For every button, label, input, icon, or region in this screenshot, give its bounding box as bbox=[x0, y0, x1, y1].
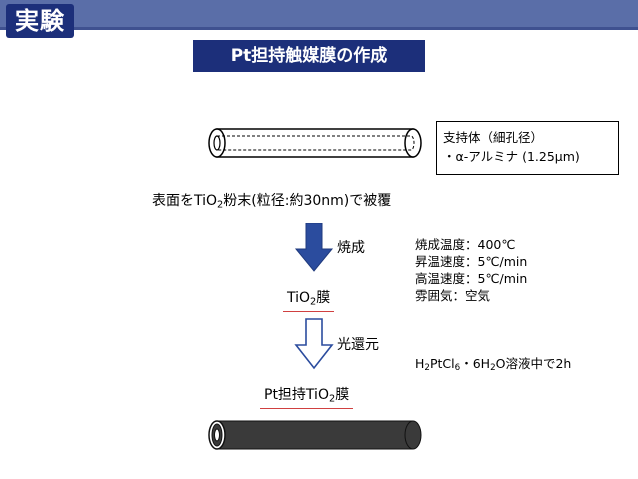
experiment-tag: 実験 bbox=[6, 4, 74, 38]
photoreduction-arrow bbox=[294, 318, 334, 370]
header-bar bbox=[0, 0, 638, 28]
pt-tio2-membrane-label: Pt担持TiO2膜 bbox=[260, 384, 354, 409]
support-label: 支持体（細孔径） bbox=[443, 130, 544, 145]
support-material: ・α-アルミナ (1.25μm) bbox=[443, 149, 580, 164]
condition-heating-rate: 昇温速度：5℃/min bbox=[415, 254, 528, 269]
coated-tube-body bbox=[216, 420, 414, 450]
coated-tube-diagram bbox=[208, 420, 422, 450]
calcination-conditions: 焼成温度：400℃ 昇温速度：5℃/min 高温速度：5℃/min 雰囲気：空気 bbox=[415, 236, 527, 304]
coated-tube-bore bbox=[214, 428, 220, 442]
photoreduction-condition: H2PtCl6・6H2O溶液中で2h bbox=[415, 356, 572, 374]
support-info-box: 支持体（細孔径） ・α-アルミナ (1.25μm) bbox=[436, 121, 619, 175]
header-divider bbox=[0, 27, 638, 30]
tio2-membrane-label: TiO2膜 bbox=[283, 287, 335, 312]
slide-title: Pt担持触媒膜の作成 bbox=[193, 40, 425, 72]
tube-bore-left bbox=[213, 135, 221, 151]
photoreduction-label: 光還元 bbox=[337, 337, 379, 353]
condition-cooling-rate: 高温速度：5℃/min bbox=[415, 271, 528, 286]
alumina-tube-diagram bbox=[208, 128, 422, 158]
condition-atmosphere: 雰囲気：空気 bbox=[415, 288, 491, 303]
calcination-arrow bbox=[294, 223, 334, 272]
tube-end-right bbox=[404, 128, 422, 158]
tube-body bbox=[216, 128, 414, 158]
coating-step-text: 表面をTiO2粉末(粒径:約30nm)で被覆 bbox=[152, 193, 392, 211]
coated-tube-end-right bbox=[404, 420, 422, 450]
calcination-label: 焼成 bbox=[337, 240, 365, 256]
condition-temperature: 焼成温度：400℃ bbox=[415, 237, 516, 252]
tube-bore-hidden-line bbox=[217, 135, 415, 151]
